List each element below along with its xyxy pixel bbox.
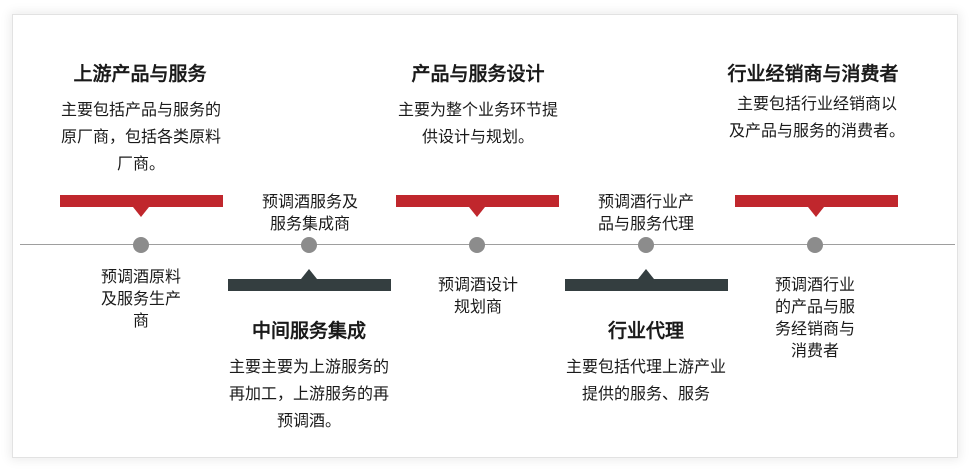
- stage5-description: 主要包括行业经销商以 及产品与服务的消费者。: [728, 94, 905, 140]
- stage3-description: 主要为整个业务环节提 供设计与规划。: [397, 100, 558, 146]
- stage1-title: 上游产品与服务: [73, 63, 207, 85]
- timeline-node-4: [638, 237, 654, 253]
- stage5-node-label: 预调酒行业 的产品与服 务经销商与 消费者: [774, 275, 855, 360]
- timeline-node-2: [301, 237, 317, 253]
- stage2-node-label: 预调酒服务及 服务集成商: [261, 192, 358, 233]
- diagram-frame: [12, 14, 958, 458]
- stage5-pointer: [808, 207, 824, 217]
- stage2-description: 主要主要为上游服务的 再加工，上游服务的再 预调酒。: [228, 357, 389, 430]
- stage3-pointer: [469, 207, 485, 217]
- stage4-description: 主要包括代理上游产业 提供的服务、服务: [565, 357, 726, 403]
- stage2-pointer: [301, 269, 317, 279]
- stage4-node-label: 预调酒行业产 品与服务代理: [597, 192, 694, 233]
- stage4-bar: [565, 279, 728, 291]
- stage5-title: 行业经销商与消费者: [727, 63, 899, 85]
- stage1-bar: [60, 195, 223, 207]
- stage4-title: 行业代理: [607, 320, 684, 342]
- stage3-bar: [396, 195, 559, 207]
- timeline-node-1: [133, 237, 149, 253]
- stage3-title: 产品与服务设计: [411, 63, 545, 85]
- stage4-pointer: [638, 269, 654, 279]
- timeline-axis: [20, 244, 955, 245]
- stage1-pointer: [133, 207, 149, 217]
- stage2-title: 中间服务集成: [251, 320, 366, 342]
- timeline-node-3: [469, 237, 485, 253]
- stage5-bar: [735, 195, 898, 207]
- stage1-description: 主要包括产品与服务的 原厂商，包括各类原料 厂商。: [60, 100, 221, 173]
- stage2-bar: [228, 279, 391, 291]
- stage1-node-label: 预调酒原料 及服务生产 商: [100, 267, 181, 330]
- stage3-node-label: 预调酒设计 规划商: [437, 275, 518, 316]
- timeline-node-5: [807, 237, 823, 253]
